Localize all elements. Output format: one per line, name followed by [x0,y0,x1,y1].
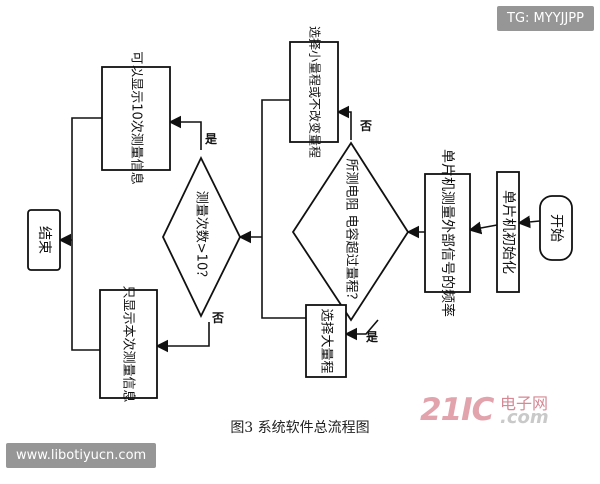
logo-cn-text: 电子网 [500,394,549,413]
large-range-box [305,304,347,378]
edge-merge-left [261,99,306,319]
count-decision [162,155,242,319]
logo-com-text: .com [500,407,549,428]
small-range-label: 选择小量程或不改变量程 [308,26,323,158]
small-range-box [289,41,339,143]
edge-labels: 是 否 是 否 [204,119,379,344]
watermark-bottom-badge: www.libotiyucn.com [6,443,157,468]
edge-display-bus [71,117,102,351]
figure-caption: 图3 系统软件总流程图 [230,420,370,436]
count-label: 测量次数>10？ [194,191,210,283]
site-logo: 21IC 电子网 .com [420,392,590,432]
large-range-label: 选择大量程 [319,308,334,373]
connectors [58,99,551,353]
logo-main-text: 21IC [420,392,494,428]
display-once-box [99,289,158,399]
edge-count-no [155,322,210,353]
shapes [27,41,573,399]
overrange-decision [291,141,410,322]
node-labels: 开始 单片机初始化 单片机测量外部信号的频率 所测电阻 电容超过量程？ 选择大量… [36,26,564,403]
end-box [27,209,61,271]
watermark-top-badge: TG: MYYJJPP [497,6,594,31]
display-once-label: 只显示本次测量信息 [121,285,137,402]
count-no-label: 否 [211,311,224,325]
edge-no-small [336,105,352,140]
count-yes-label: 是 [204,132,218,146]
overrange-no-label: 否 [359,119,372,133]
start-terminal [539,195,573,261]
overrange-yes-label: 是 [365,330,379,344]
display-ten-box [101,66,171,171]
init-label: 单片机初始化 [500,190,517,274]
end-label: 结束 [36,226,52,254]
init-box [496,171,520,293]
overrange-label: 所测电阻 电容超过量程？ [344,158,360,305]
display-ten-label: 可以显示10次测量信息 [129,51,145,185]
measure-label: 单片机测量外部信号的频率 [439,149,456,317]
start-label: 开始 [548,214,564,242]
edge-init-measure [468,221,498,235]
edge-yes-large [344,319,379,341]
measure-box [424,173,471,293]
edge-count-yes [168,115,202,150]
